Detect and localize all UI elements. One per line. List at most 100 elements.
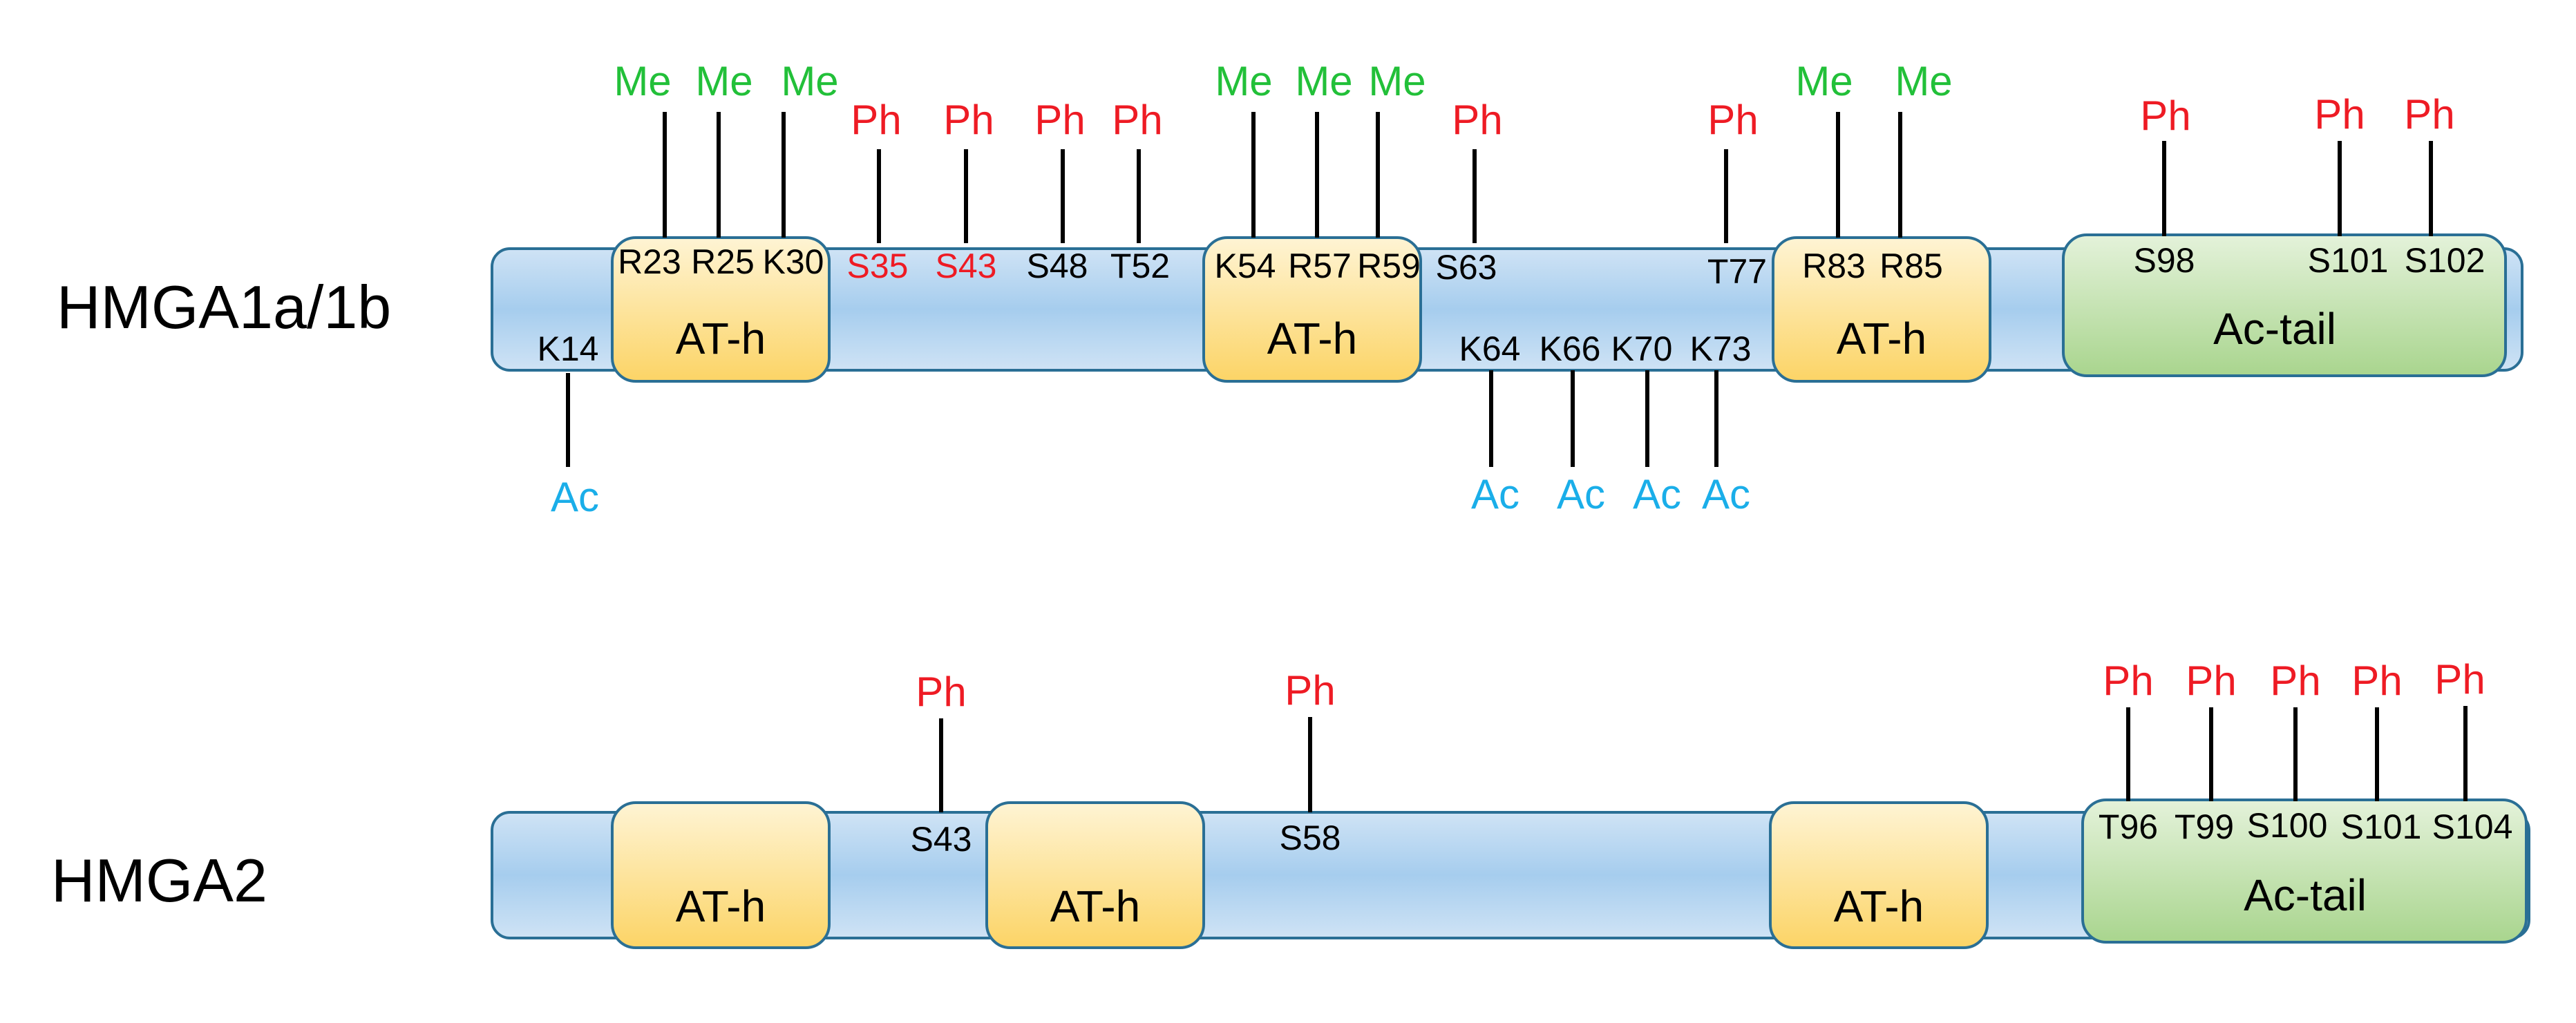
mod-label: Me: [614, 58, 671, 104]
ptm-site-k64: K64 Ac: [1459, 329, 1521, 517]
at-hook-domain-2: [1202, 236, 1422, 383]
ptm-site-s63: Ph S63: [1436, 97, 1503, 287]
site-label: K54: [1215, 247, 1276, 285]
ptm-site-t96: Ph T96: [2099, 658, 2158, 846]
ptm-site-r85: Me R85: [1879, 58, 1953, 285]
ptm-site-s35: Ph S35: [847, 97, 909, 285]
mod-label: Me: [1795, 58, 1853, 104]
site-label: S102: [2405, 241, 2485, 280]
site-label: R83: [1802, 247, 1866, 285]
site-label: R23: [618, 242, 681, 281]
site-label: S101: [2341, 807, 2422, 846]
mod-label: Ph: [2270, 658, 2320, 704]
mod-label: Ac: [1702, 471, 1750, 517]
mod-label: Ph: [1034, 97, 1085, 143]
mod-label: Ac: [1557, 471, 1605, 517]
site-label: S104: [2432, 807, 2513, 846]
ptm-site-t52: Ph T52: [1110, 97, 1170, 285]
protein-hmga1: HMGA1a/1b AT-h AT-h AT-h Ac-tail K14 Ac …: [57, 58, 2523, 520]
site-label: T52: [1110, 247, 1170, 285]
ptm-site-s102: Ph S102: [2404, 91, 2485, 280]
protein-name-hmga1: HMGA1a/1b: [57, 273, 391, 341]
mod-label: Me: [1215, 58, 1272, 104]
at-hook-domain-3: [1769, 801, 1989, 949]
acidic-tail-domain: [2062, 233, 2507, 377]
ptm-site-r23: Me R23: [614, 58, 681, 281]
site-label: K70: [1611, 329, 1673, 368]
mod-label: Ph: [2140, 93, 2190, 139]
site-label: R59: [1357, 247, 1421, 285]
mod-label: Ph: [1112, 97, 1162, 143]
ptm-site-s104: Ph S104: [2432, 656, 2513, 846]
mod-label: Ph: [2186, 658, 2236, 704]
domain-label: AT-h: [1834, 881, 1924, 931]
ptm-site-r57: Me R57: [1288, 58, 1353, 285]
ptm-site-s101: Ph S101: [2341, 658, 2422, 846]
site-label: R85: [1879, 247, 1943, 285]
domain-label: AT-h: [1267, 314, 1357, 363]
ptm-site-k73: K73 Ac: [1690, 329, 1752, 517]
ptm-site-r59: Me R59: [1357, 58, 1426, 285]
ptm-site-s43: Ph S43: [936, 97, 997, 285]
domain-label: AT-h: [676, 314, 766, 363]
acidic-tail-domain: [2081, 799, 2528, 944]
site-label: S100: [2247, 806, 2328, 845]
mod-label: Ph: [2434, 656, 2485, 702]
at-hook-domain-2: [985, 801, 1205, 949]
site-label: S98: [2134, 241, 2195, 280]
site-label: T77: [1707, 252, 1767, 291]
mod-label: Ph: [1452, 97, 1502, 143]
site-label: T96: [2099, 807, 2158, 846]
ptm-site-r83: Me R83: [1795, 58, 1866, 285]
ptm-site-k14: K14 Ac: [538, 329, 600, 520]
site-label: K64: [1459, 329, 1521, 368]
ptm-site-t99: Ph T99: [2175, 658, 2237, 846]
mod-label: Ph: [2351, 658, 2402, 704]
at-hook-domain-3: [1772, 236, 1991, 383]
mod-label: Ph: [2404, 91, 2454, 137]
ptm-site-s98: Ph S98: [2134, 93, 2195, 280]
ptm-site-s48: Ph S48: [1027, 97, 1088, 285]
ptm-site-r25: Me R25: [691, 58, 755, 281]
site-label: K30: [763, 242, 824, 281]
mod-label: Ph: [2314, 91, 2365, 137]
ptm-site-s43: Ph S43: [911, 669, 972, 859]
domain-label: Ac-tail: [2213, 304, 2336, 354]
at-hook-domain-1: [611, 801, 831, 949]
ptm-site-k30: Me K30: [763, 58, 839, 281]
mod-label: Ph: [943, 97, 994, 143]
ptm-site-s58: Ph S58: [1280, 667, 1341, 857]
mod-label: Ph: [851, 97, 901, 143]
mod-label: Ph: [1707, 97, 1758, 143]
ptm-site-s101: Ph S101: [2308, 91, 2389, 280]
site-label: T99: [2175, 807, 2234, 846]
protein-name-hmga2: HMGA2: [51, 846, 267, 915]
site-label: S48: [1027, 247, 1088, 285]
site-label: S63: [1436, 248, 1497, 287]
ptm-site-k66: K66 Ac: [1540, 329, 1606, 517]
mod-label: Me: [781, 58, 838, 104]
protein-hmga2: HMGA2 AT-h AT-h AT-h Ac-tail Ph S43 Ph S…: [51, 656, 2530, 949]
site-label: K66: [1540, 329, 1601, 368]
domain-label: Ac-tail: [2244, 870, 2367, 920]
site-label: S58: [1280, 819, 1341, 857]
mod-label: Me: [1895, 58, 1952, 104]
mod-label: Ac: [1633, 471, 1681, 517]
ptm-site-k54: Me K54: [1215, 58, 1276, 285]
site-label: K73: [1690, 329, 1752, 368]
mod-label: Me: [695, 58, 752, 104]
domain-label: AT-h: [676, 881, 766, 931]
site-label: S101: [2308, 241, 2389, 280]
protein-backbone: [491, 247, 2523, 372]
mod-label: Ac: [551, 474, 599, 520]
site-label: S35: [847, 247, 909, 285]
domain-label: AT-h: [1050, 881, 1140, 931]
mod-label: Me: [1368, 58, 1426, 104]
site-label: S43: [936, 247, 997, 285]
site-label: S43: [911, 820, 972, 859]
ptm-site-s100: Ph S100: [2247, 658, 2328, 845]
ptm-site-t77: Ph T77: [1707, 97, 1767, 291]
mod-label: Ph: [916, 669, 966, 715]
site-label: R57: [1288, 247, 1352, 285]
